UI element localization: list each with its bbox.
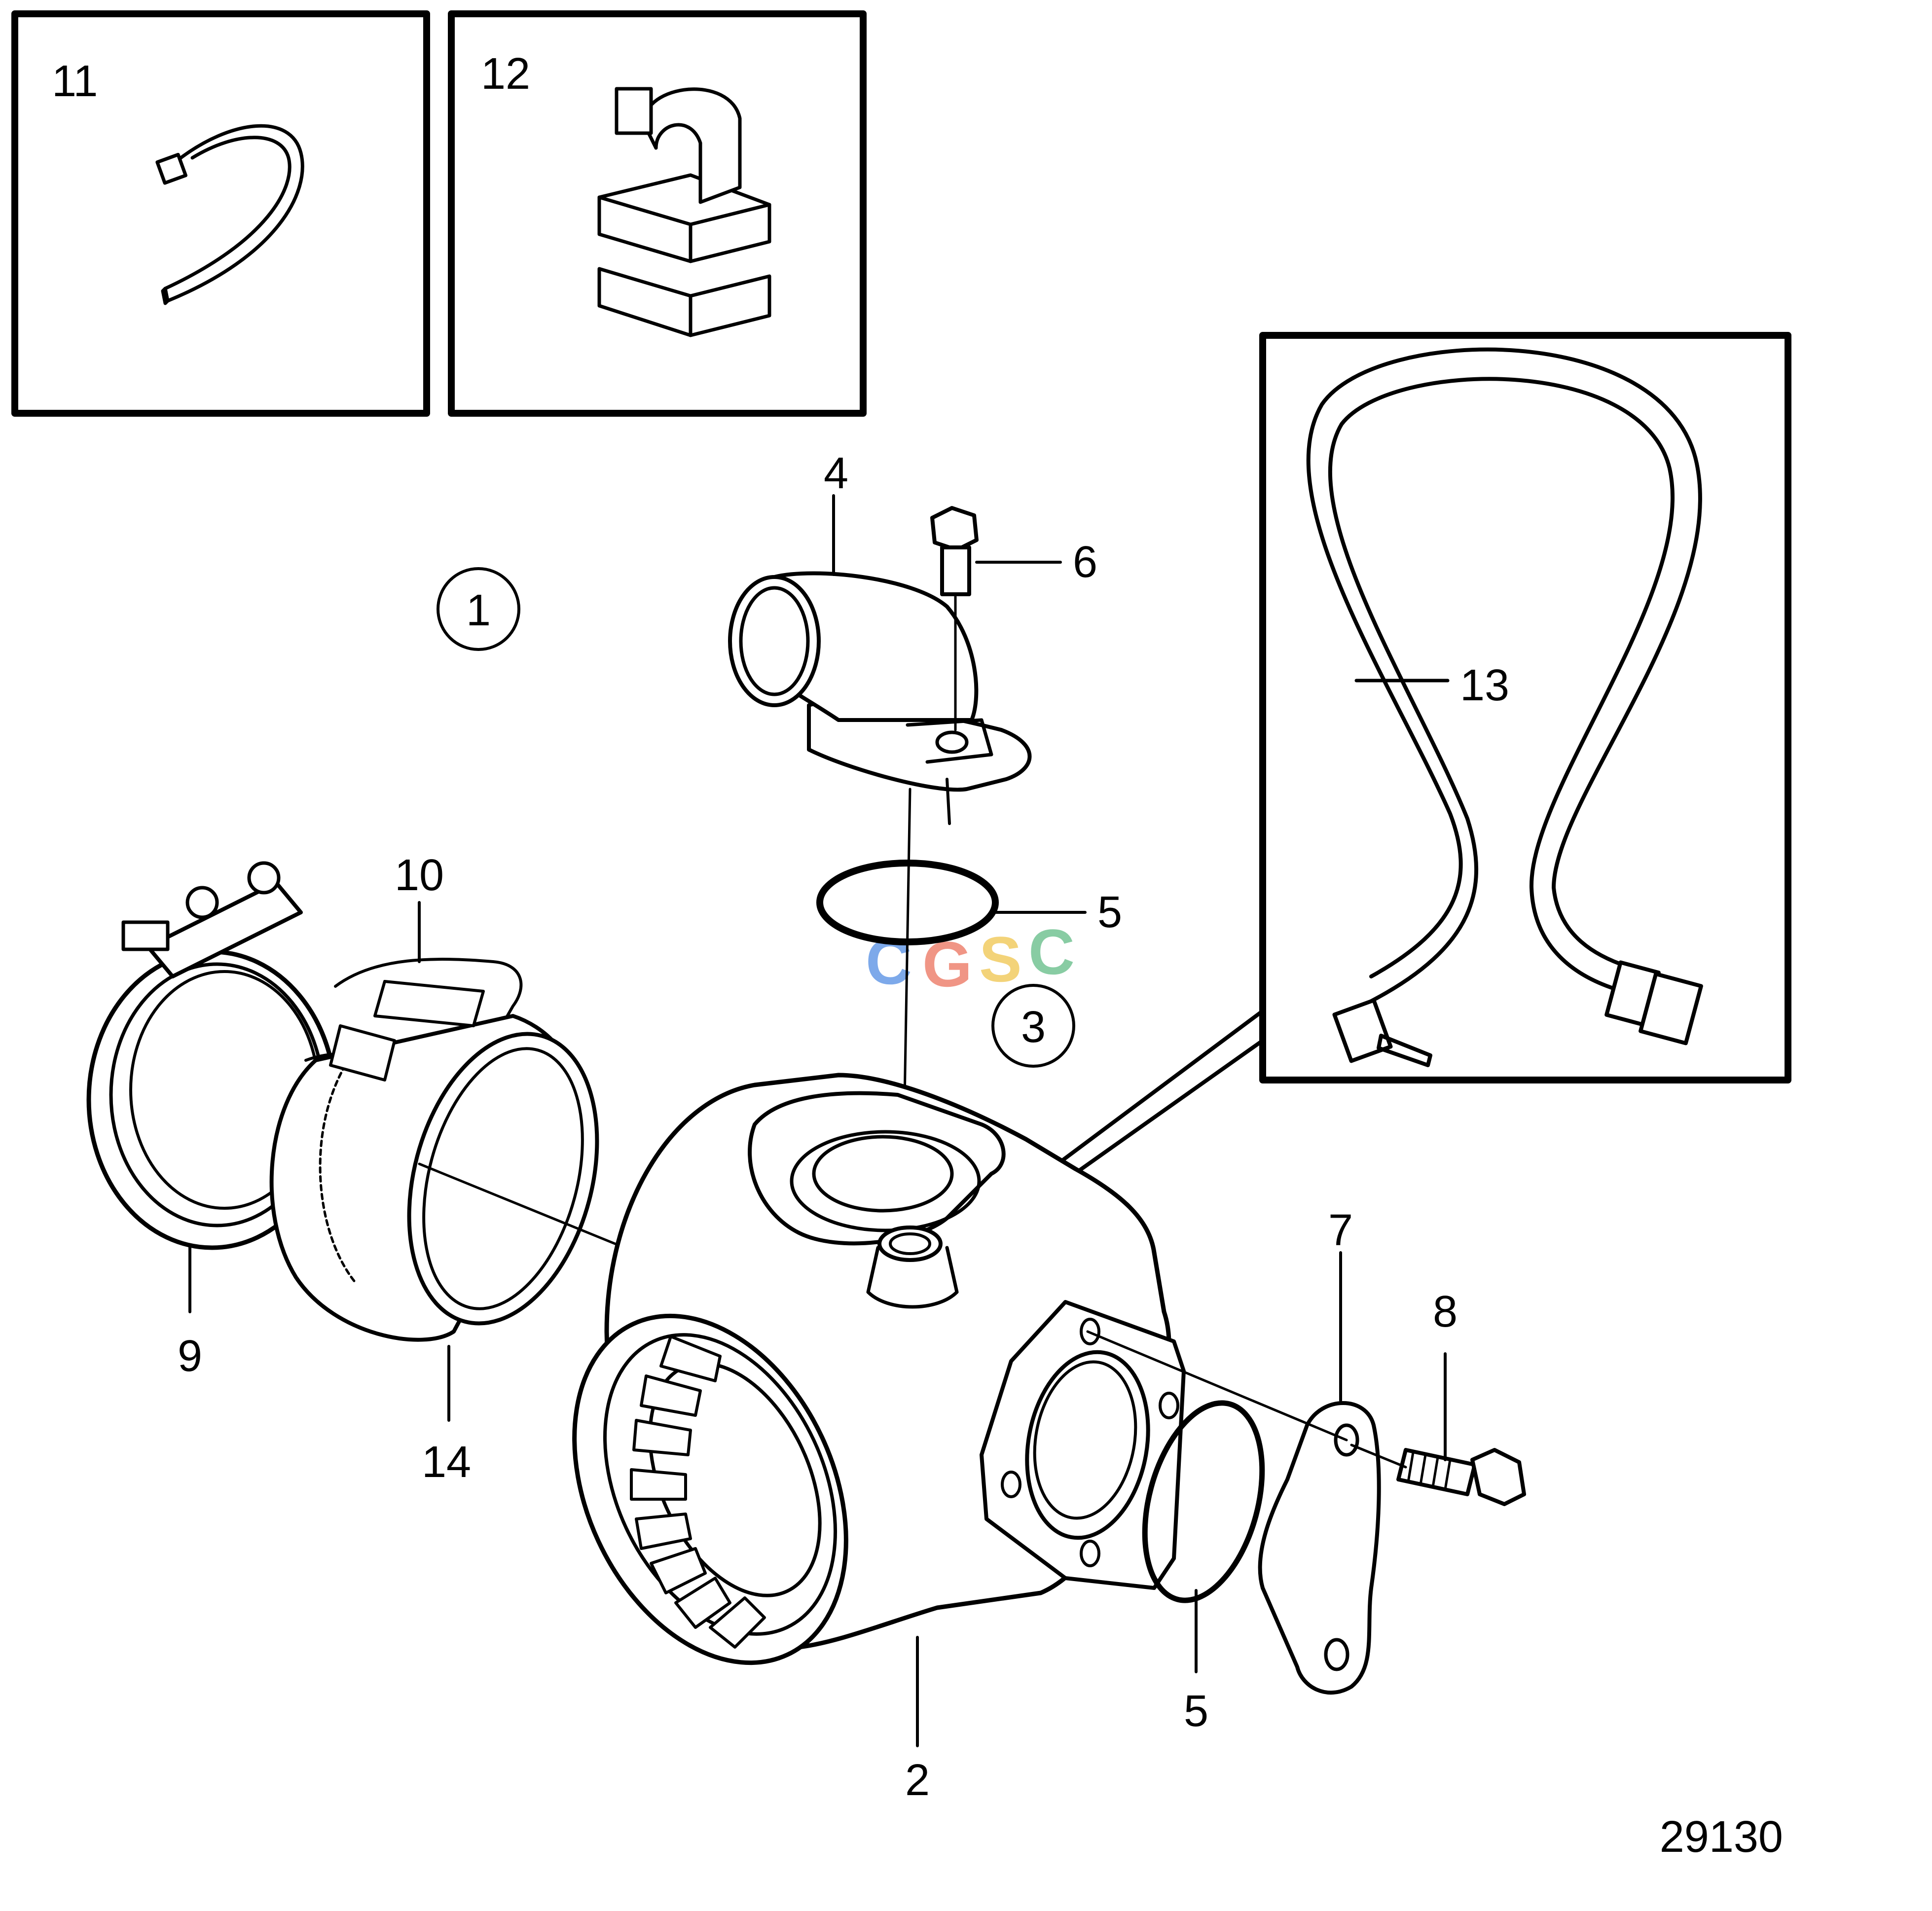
- label-11: 11: [52, 57, 98, 106]
- sensor-cable-part: [1306, 347, 1703, 1067]
- label-8: 8: [1433, 1287, 1458, 1336]
- turbine-housing-part: 2: [572, 1073, 1186, 1805]
- insulation-sleeve-part: 14: [269, 980, 662, 1487]
- label-6: 6: [1073, 538, 1097, 587]
- label-14: 14: [422, 1438, 471, 1487]
- watermark-letter-4: C: [1028, 916, 1075, 988]
- bolt-side-part: 8: [1350, 1287, 1526, 1506]
- label-4: 4: [824, 449, 848, 498]
- drawing-number: 29130: [1660, 1812, 1783, 1862]
- inset-box-12: 12: [448, 10, 867, 417]
- label-12: 12: [481, 49, 530, 99]
- o-ring-upper-part: 5: [816, 788, 1122, 1215]
- label-2: 2: [905, 1756, 930, 1805]
- label-9: 9: [178, 1332, 202, 1381]
- inset-box-11: 11: [11, 10, 430, 417]
- label-5-lower: 5: [1184, 1687, 1208, 1736]
- turbine-vanes: [630, 1335, 766, 1649]
- label-3: 3: [1021, 1003, 1046, 1052]
- o-ring-lower-part: 5: [1142, 1400, 1265, 1736]
- outlet-elbow-part: 4: [728, 449, 1032, 825]
- clip-part: [597, 87, 771, 337]
- bolt-upper-part: 6: [930, 506, 1097, 731]
- watermark-letter-3: S: [979, 923, 1022, 995]
- callout-3: 3: [991, 984, 1075, 1068]
- callout-1: 1: [437, 567, 520, 651]
- label-1: 1: [466, 586, 491, 635]
- inset-box-13: 13: [960, 332, 1791, 1252]
- label-7: 7: [1328, 1206, 1353, 1255]
- gasket-plate-part: 7: [1086, 1206, 1381, 1695]
- label-13: 13: [1460, 661, 1509, 710]
- label-5-upper: 5: [1097, 888, 1122, 937]
- cable-tie-part: [155, 124, 304, 305]
- label-10: 10: [395, 851, 444, 900]
